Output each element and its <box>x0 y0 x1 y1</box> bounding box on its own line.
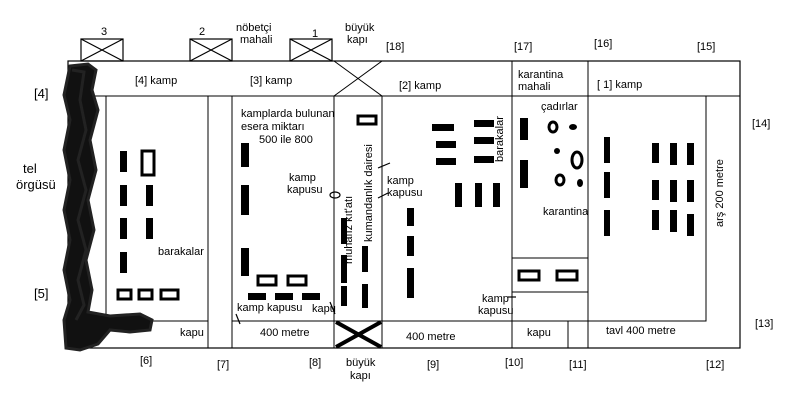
ref-14: [14] <box>752 118 770 130</box>
camp-2-label: [2] kamp <box>399 80 441 92</box>
ref-12: [12] <box>706 359 724 371</box>
prisoner-count-label-1: kamplarda bulunan <box>241 108 335 120</box>
camp-4-area <box>105 95 209 322</box>
gate-label-left: kapu <box>180 327 204 339</box>
great-gate-top-label-2: kapı <box>347 34 368 46</box>
ref-13: [13] <box>755 318 773 330</box>
camp-gate-label-a-2: kapusu <box>287 184 322 196</box>
tower-1-label: 1 <box>312 28 318 40</box>
nobetci-label-2: mahali <box>240 34 272 46</box>
ref-5: [5] <box>34 286 48 301</box>
ref-6: [6] <box>140 355 152 367</box>
camp-4-barracks <box>116 149 180 301</box>
camp-3-barracks <box>241 143 320 300</box>
ref-10: [10] <box>505 357 523 369</box>
ref-17: [17] <box>514 41 532 53</box>
great-gate-top-label-1: büyük <box>345 22 375 34</box>
fence-label-2: örgüsü <box>16 177 56 192</box>
camp-3-label: [3] kamp <box>250 75 292 87</box>
barracks-label-right: barakalar <box>494 116 506 162</box>
quarantine-area-label-1: karantina <box>518 69 564 81</box>
camp-2-barracks <box>407 120 500 298</box>
camp-gate-label-b-2: kapusu <box>387 187 422 199</box>
outer-enclosure <box>67 60 741 349</box>
camp-1-area <box>587 95 707 322</box>
watchtower-1 <box>289 38 333 62</box>
camp-gate-label-c-2: kapusu <box>478 305 513 317</box>
quarantine-label: karantina <box>543 206 589 218</box>
length-label-c: tavl 400 metre <box>606 325 676 337</box>
barbed-wire-fence <box>62 62 154 352</box>
barracks-label-left: barakalar <box>158 246 204 258</box>
gate-marks <box>235 162 516 325</box>
ref-15: [15] <box>697 41 715 53</box>
ref-16: [16] <box>594 38 612 50</box>
ref-7: [7] <box>217 359 229 371</box>
prisoner-count-label-3: 500 ile 800 <box>259 134 313 146</box>
ref-8: [8] <box>309 357 321 369</box>
nobetci-label-1: nöbetçi <box>236 22 271 34</box>
tents-label: çadırlar <box>541 101 578 113</box>
prisoner-count-label-2: esera miktarı <box>241 121 305 133</box>
command-office-label: kumandanlık dairesi <box>363 144 375 242</box>
tower-3-label: 3 <box>101 26 107 38</box>
great-gate-top <box>333 60 383 97</box>
great-gate-bottom-label-1: büyük <box>346 357 376 369</box>
watchtower-2 <box>189 38 233 62</box>
great-gate-bottom <box>335 320 382 349</box>
quarantine-area <box>511 60 589 322</box>
fence-label-1: tel <box>23 161 37 176</box>
camp-gate-label-a-1: kamp <box>289 172 316 184</box>
camp-gate-bottom-label: kamp kapusu <box>237 302 302 314</box>
width-label: arş 200 metre <box>714 159 726 227</box>
camp-4-label: [4] kamp <box>135 75 177 87</box>
ref-4: [4] <box>34 86 48 101</box>
small-gate-label: kapu <box>312 303 336 315</box>
quarantine-features <box>517 118 584 282</box>
camp-1-label: [ 1] kamp <box>597 79 642 91</box>
guard-unit-label: muhafız kıt'atı <box>343 196 355 264</box>
gate-label-right: kapu <box>527 327 551 339</box>
guard-hq-barracks <box>341 114 378 308</box>
ref-18: [18] <box>386 41 404 53</box>
great-gate-bottom-label-2: kapı <box>350 370 371 382</box>
camp-gate-label-b-1: kamp <box>387 175 414 187</box>
quarantine-area-label-2: mahali <box>518 81 550 93</box>
tower-2-label: 2 <box>199 26 205 38</box>
camp-1-barracks <box>604 137 694 236</box>
length-label-a: 400 metre <box>260 327 310 339</box>
watchtower-3 <box>80 38 124 62</box>
ref-9: [9] <box>427 359 439 371</box>
camp-gate-label-c-1: kamp <box>482 293 509 305</box>
length-label-b: 400 metre <box>406 331 456 343</box>
ref-11: [11] <box>569 359 587 371</box>
